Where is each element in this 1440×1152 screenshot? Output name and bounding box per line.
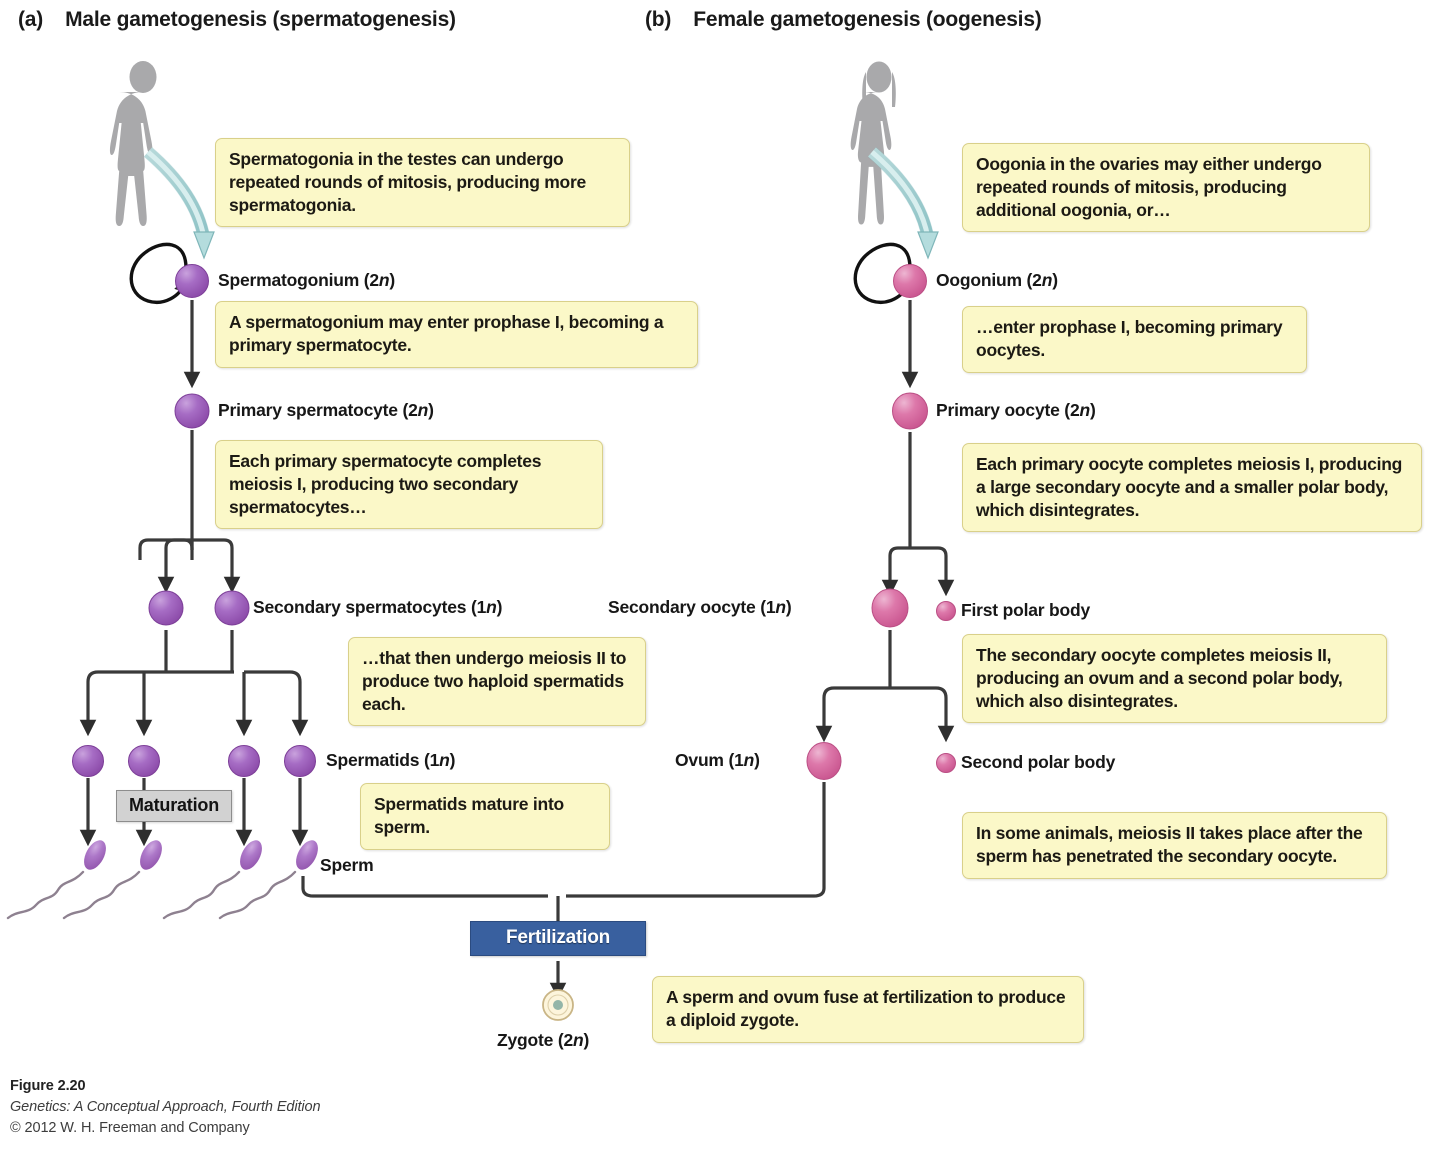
callout-male-maturation: Spermatids mature into sperm. <box>360 783 610 850</box>
cell-primary-spermatocyte <box>174 393 210 429</box>
sperm-group <box>6 840 318 920</box>
cell-ovum <box>806 742 842 780</box>
cell-oogonium <box>893 264 927 298</box>
male-silhouette-icon <box>109 61 157 226</box>
callout-female-meiosis-ii: The secondary oocyte completes meiosis I… <box>962 634 1387 724</box>
mitosis-source-arrow-female-icon <box>867 147 939 260</box>
label-sperm: Sperm <box>320 855 374 875</box>
panel-heading-male: (a) Male gametogenesis (spermatogenesis) <box>18 8 456 32</box>
callout-female-animal-note: In some animals, meiosis II takes place … <box>962 812 1387 879</box>
label-zygote: Zygote (2n) <box>497 1030 590 1050</box>
cell-secondary-oocyte <box>871 588 909 628</box>
fertilization-connectors <box>301 782 826 1000</box>
callout-male-meiosis-ii: …that then undergo meiosis II to produce… <box>348 637 646 727</box>
cell-spermatogonium <box>175 264 209 298</box>
panel-title-male: Male gametogenesis (spermatogenesis) <box>65 8 456 31</box>
callout-male-mitosis: Spermatogonia in the testes can undergo … <box>215 138 630 228</box>
callout-female-mitosis: Oogonia in the ovaries may either underg… <box>962 143 1370 233</box>
male-cell-group <box>72 264 316 777</box>
mitosis-source-arrow-male-icon <box>143 147 215 260</box>
cell-secondary-spermatocyte-2 <box>214 590 250 626</box>
panel-heading-female: (b) Female gametogenesis (oogenesis) <box>645 8 1042 32</box>
label-second-polar-body: Second polar body <box>961 752 1116 772</box>
figure-credit: Figure 2.20 Genetics: A Conceptual Appro… <box>10 1076 321 1139</box>
figure-source: Genetics: A Conceptual Approach, Fourth … <box>10 1099 321 1116</box>
male-flow-connectors <box>79 300 309 847</box>
callout-male-meiosis-i: Each primary spermatocyte completes meio… <box>215 440 603 530</box>
label-first-polar-body: First polar body <box>961 600 1091 620</box>
callout-female-meiosis-i: Each primary oocyte completes meiosis I,… <box>962 443 1422 533</box>
female-flow-connectors <box>815 300 955 743</box>
callout-female-prophase: …enter prophase I, becoming primary oocy… <box>962 306 1307 373</box>
cell-first-polar-body <box>936 601 956 621</box>
sperm-cell-4 <box>218 840 318 920</box>
cell-primary-oocyte <box>892 392 928 430</box>
cell-spermatid-1 <box>72 745 104 777</box>
figure-number: Figure 2.20 <box>10 1078 86 1094</box>
mitosis-loop-arrow-female-icon <box>853 242 913 304</box>
mitosis-loop-arrow-male-icon <box>129 242 189 304</box>
label-secondary-oocyte: Secondary oocyte (1n) <box>608 597 792 617</box>
sperm-cell-2 <box>62 840 162 920</box>
female-cell-group <box>806 264 956 780</box>
cell-zygote <box>542 989 574 1021</box>
label-ovum: Ovum (1n) <box>675 750 760 770</box>
sperm-cell-1 <box>6 840 106 920</box>
panel-tag-female: (b) <box>645 8 672 31</box>
figure-copyright: © 2012 W. H. Freeman and Company <box>10 1120 250 1137</box>
callout-male-prophase: A spermatogonium may enter prophase I, b… <box>215 301 698 368</box>
cell-spermatid-2 <box>128 745 160 777</box>
cell-spermatid-4 <box>284 745 316 777</box>
callout-fertilization: A sperm and ovum fuse at fertilization t… <box>652 976 1084 1043</box>
cell-secondary-spermatocyte-1 <box>148 590 184 626</box>
process-box-fertilization[interactable]: Fertilization <box>470 921 646 956</box>
label-primary-oocyte: Primary oocyte (2n) <box>936 400 1096 420</box>
female-silhouette-icon <box>850 61 896 225</box>
panel-tag-male: (a) <box>18 8 44 31</box>
label-primary-spermatocyte: Primary spermatocyte (2n) <box>218 400 434 420</box>
sperm-cell-3 <box>162 840 262 920</box>
process-box-maturation[interactable]: Maturation <box>116 790 232 822</box>
label-spermatids: Spermatids (1n) <box>326 750 456 770</box>
cell-spermatid-3 <box>228 745 260 777</box>
label-spermatogonium: Spermatogonium (2n) <box>218 270 396 290</box>
label-oogonium: Oogonium (2n) <box>936 270 1058 290</box>
panel-title-female: Female gametogenesis (oogenesis) <box>693 8 1042 31</box>
cell-second-polar-body <box>936 753 956 773</box>
label-secondary-spermatocytes: Secondary spermatocytes (1n) <box>253 597 503 617</box>
